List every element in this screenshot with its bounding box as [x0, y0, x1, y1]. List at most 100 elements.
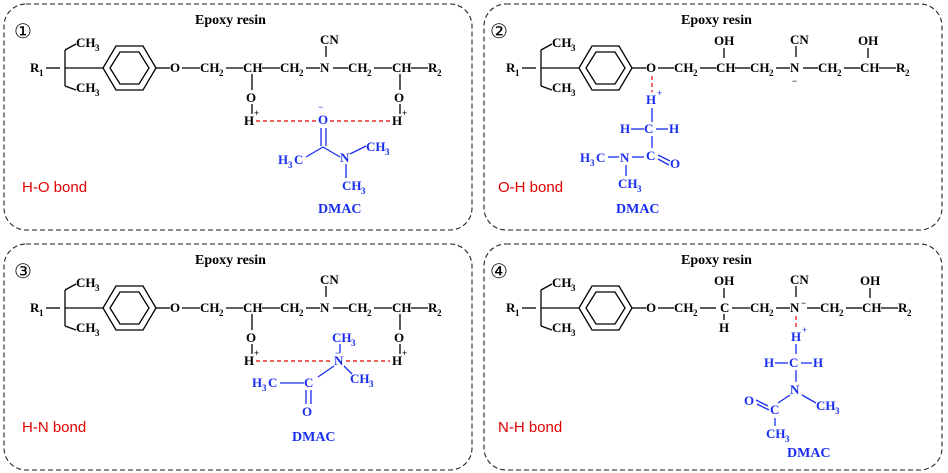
svg-text:N: N: [790, 300, 800, 315]
svg-text:2: 2: [299, 68, 304, 78]
svg-text:H: H: [669, 121, 679, 136]
svg-text:OH: OH: [860, 273, 880, 288]
svg-text:3: 3: [369, 379, 374, 389]
panel-number: ④: [490, 259, 508, 283]
svg-text:CN: CN: [320, 32, 339, 47]
svg-text:2: 2: [839, 308, 844, 318]
svg-text:+: +: [402, 348, 407, 358]
svg-text:H: H: [252, 375, 262, 390]
dmac-label: DMAC: [787, 446, 831, 461]
svg-text:O: O: [246, 330, 256, 345]
panel-frame: [3, 3, 473, 231]
svg-text:N: N: [320, 60, 330, 75]
svg-text:+: +: [802, 325, 807, 335]
panel-number: ①: [14, 19, 32, 43]
svg-text:CH: CH: [766, 426, 786, 441]
svg-text:C: C: [596, 150, 605, 165]
svg-text:2: 2: [769, 68, 774, 78]
svg-text:2: 2: [837, 68, 842, 78]
svg-text:3: 3: [385, 147, 390, 157]
svg-text:H: H: [791, 329, 801, 344]
dmac-label: DMAC: [616, 202, 660, 217]
svg-text:CH: CH: [674, 300, 694, 315]
svg-text:−: −: [792, 76, 797, 86]
bond-label: O-H bond: [498, 179, 563, 196]
svg-text:H: H: [392, 113, 402, 128]
svg-text:H: H: [392, 353, 402, 368]
svg-text:2: 2: [299, 308, 304, 318]
svg-text:CN: CN: [790, 32, 809, 47]
svg-text:H: H: [580, 150, 590, 165]
svg-text:CH: CH: [862, 300, 882, 315]
svg-text:H: H: [620, 121, 630, 136]
svg-text:3: 3: [785, 434, 790, 444]
dmac-label: DMAC: [318, 202, 362, 217]
svg-text:R: R: [428, 60, 438, 75]
svg-text:3: 3: [835, 406, 840, 416]
svg-text:CH: CH: [820, 300, 840, 315]
svg-text:O: O: [318, 112, 328, 127]
svg-text:CH: CH: [342, 178, 362, 193]
svg-text:CH: CH: [280, 300, 300, 315]
svg-text:O: O: [170, 300, 180, 315]
svg-text:O: O: [302, 404, 312, 419]
svg-text:CH: CH: [243, 60, 263, 75]
panel-title: Epoxy resin: [681, 13, 752, 28]
svg-text:H: H: [646, 92, 656, 107]
svg-text:2: 2: [437, 68, 442, 78]
svg-text:O: O: [646, 300, 656, 315]
svg-text:3: 3: [351, 338, 356, 348]
svg-text:−: −: [801, 298, 806, 308]
svg-text:OH: OH: [714, 273, 734, 288]
panel-number: ③: [14, 259, 32, 283]
svg-text:2: 2: [437, 308, 442, 318]
svg-text:CH: CH: [348, 300, 368, 315]
panel-number: ②: [490, 19, 508, 43]
svg-text:O: O: [246, 90, 256, 105]
svg-text:C: C: [770, 402, 779, 417]
svg-text:OH: OH: [714, 33, 734, 48]
svg-text:+: +: [402, 108, 407, 118]
bond-label: H-N bond: [22, 419, 86, 436]
svg-text:H: H: [244, 353, 254, 368]
svg-text:−: −: [335, 348, 340, 358]
svg-text:C: C: [720, 300, 729, 315]
svg-text:CH: CH: [392, 300, 412, 315]
svg-text:2: 2: [693, 308, 698, 318]
bond-label: H-O bond: [22, 179, 87, 196]
svg-text:2: 2: [693, 68, 698, 78]
svg-text:CH: CH: [816, 398, 836, 413]
panel-title: Epoxy resin: [195, 253, 266, 268]
svg-text:+: +: [254, 108, 259, 118]
svg-text:H: H: [244, 113, 254, 128]
svg-text:CH: CH: [200, 60, 220, 75]
svg-text:2: 2: [905, 68, 910, 78]
svg-text:CN: CN: [320, 272, 339, 287]
svg-text:2: 2: [907, 308, 912, 318]
svg-text:CH: CH: [750, 300, 770, 315]
svg-text:N: N: [334, 353, 344, 368]
svg-text:C: C: [294, 152, 303, 167]
svg-text:N: N: [790, 60, 800, 75]
svg-text:2: 2: [219, 308, 224, 318]
panel-title: Epoxy resin: [195, 13, 266, 28]
svg-text:N: N: [340, 150, 350, 165]
svg-text:CH: CH: [243, 300, 263, 315]
svg-text:C: C: [268, 375, 277, 390]
dmac-label: DMAC: [292, 430, 336, 445]
svg-text:R: R: [896, 60, 906, 75]
svg-text:3: 3: [361, 186, 366, 196]
svg-text:3: 3: [590, 158, 595, 168]
panel-frame: [3, 243, 473, 471]
svg-text:R: R: [428, 300, 438, 315]
svg-text:+: +: [657, 88, 662, 98]
svg-text:O: O: [170, 60, 180, 75]
